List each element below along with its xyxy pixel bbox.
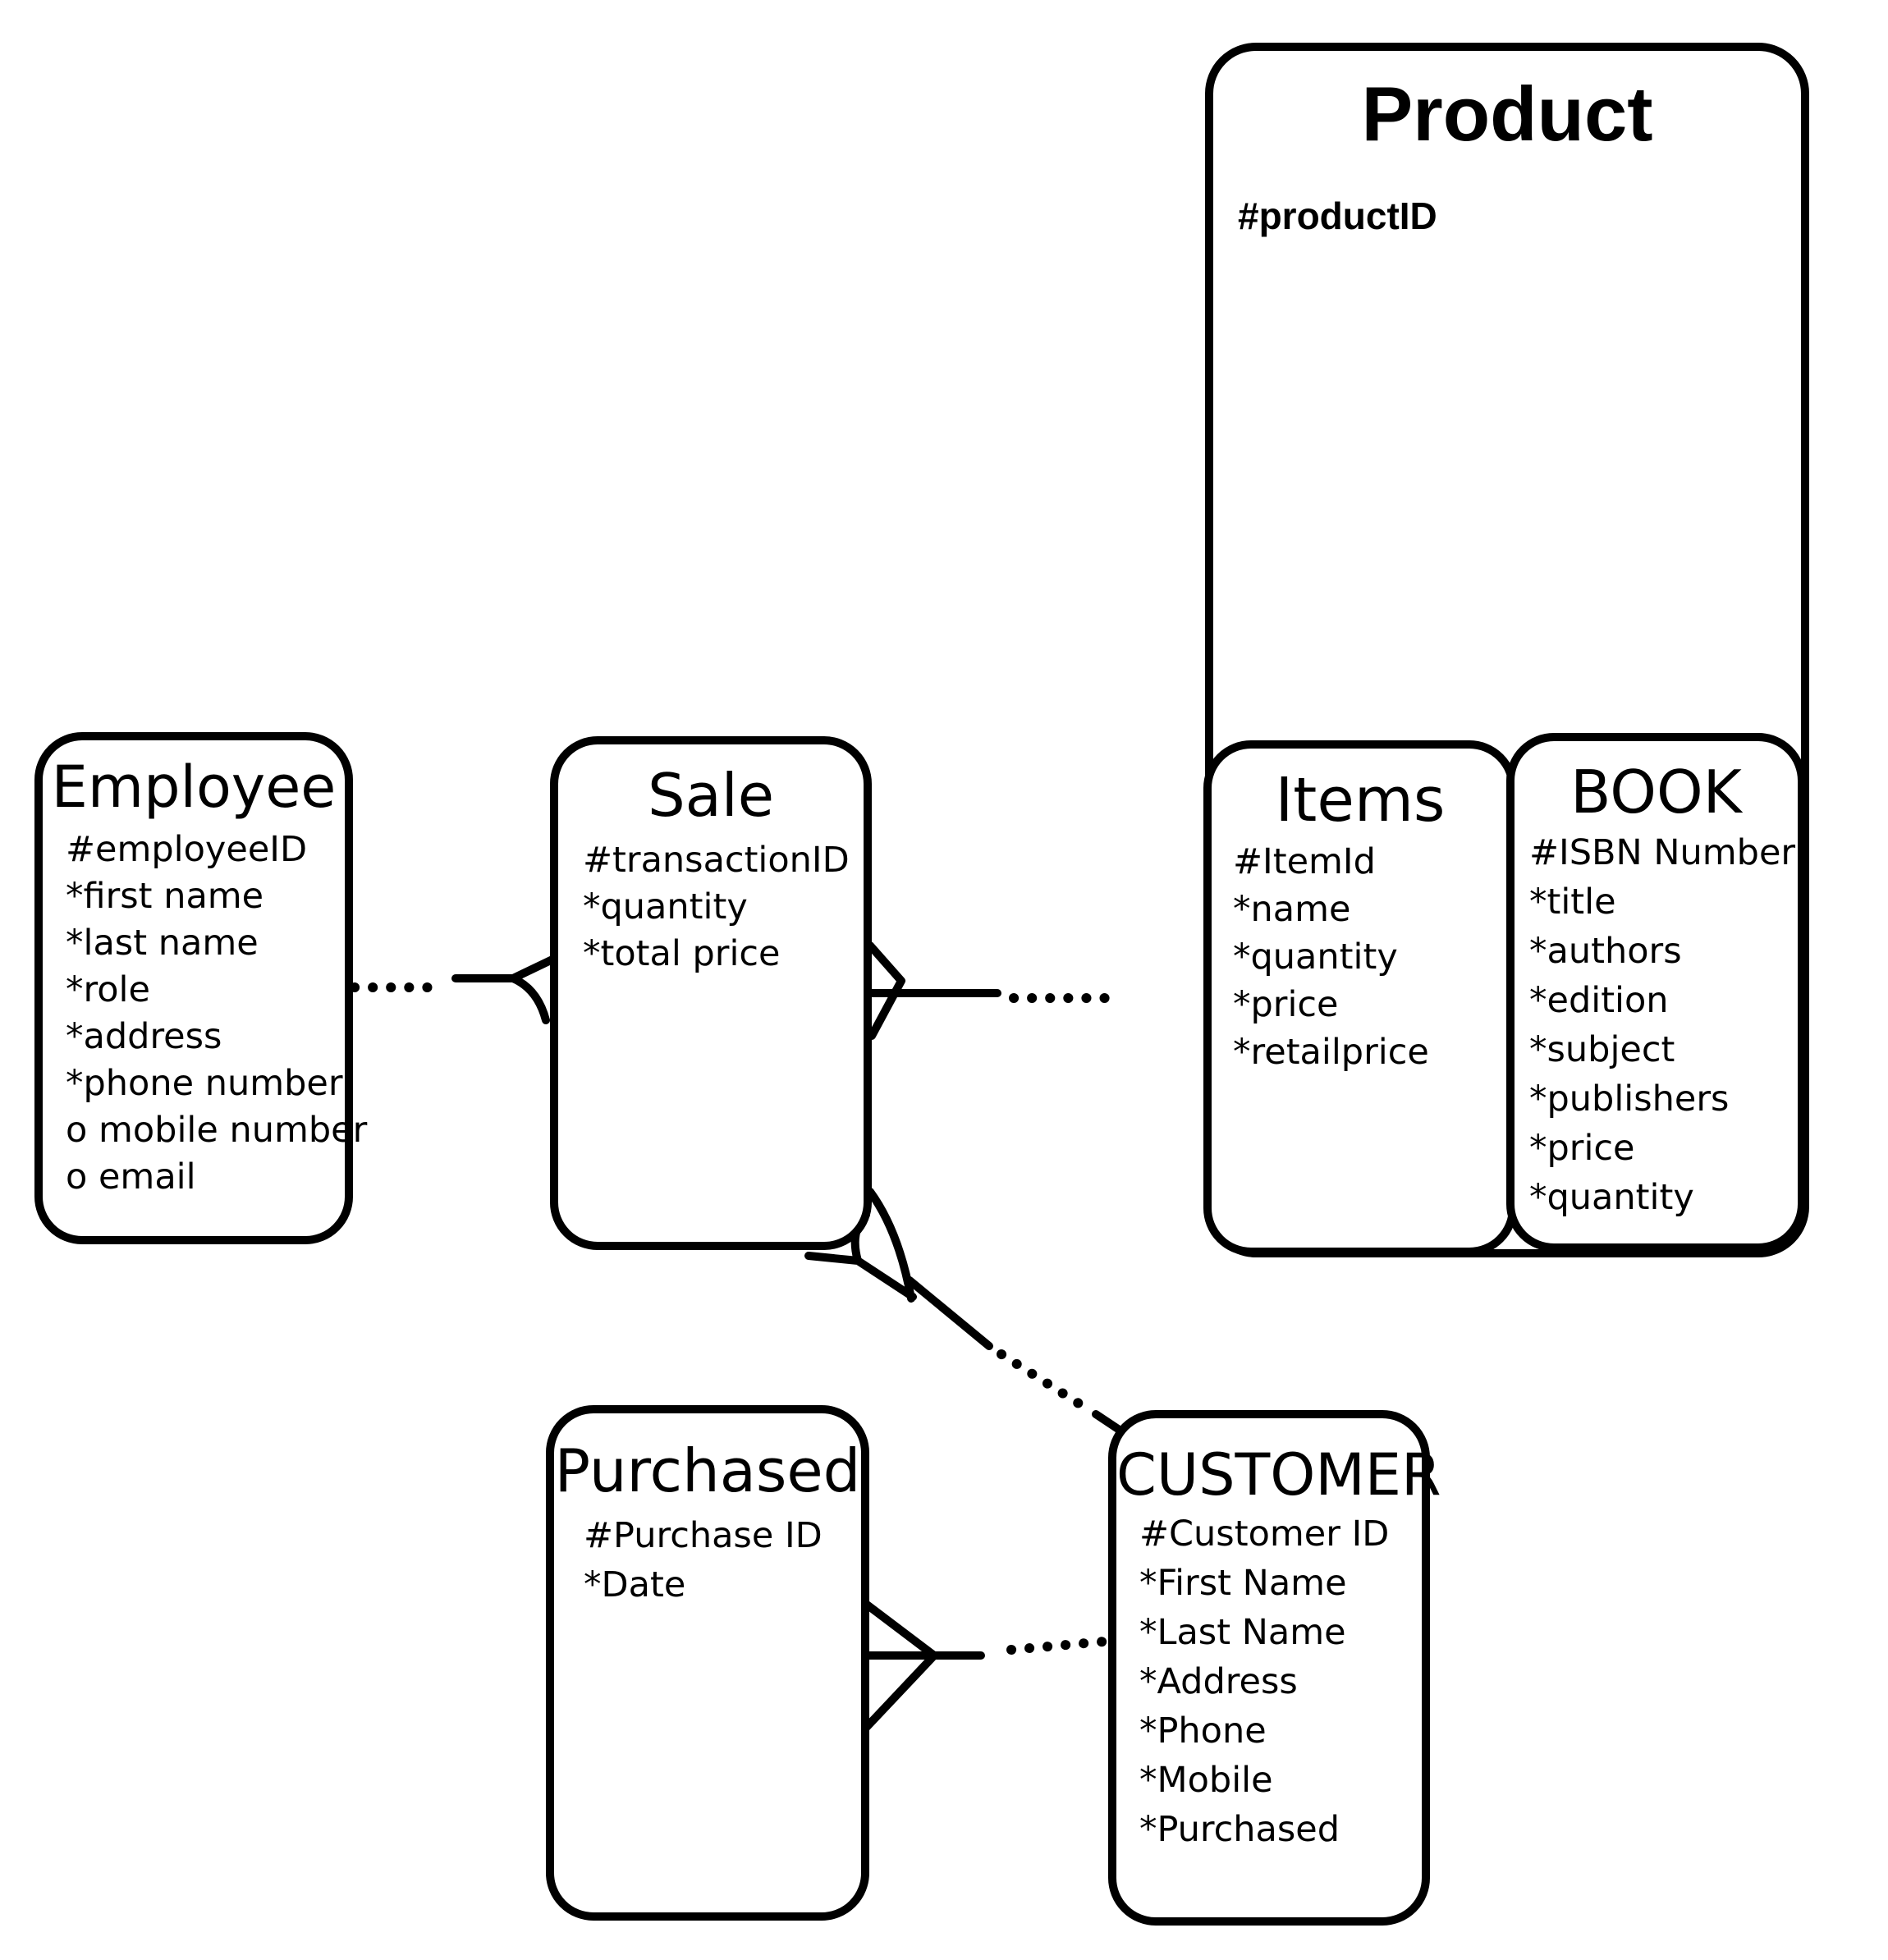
attribute-item: *last name [66,923,259,964]
attribute-item: *price [1233,984,1339,1025]
relationship-employee-sale [350,946,577,1024]
entity-purchased: Purchased #Purchase ID *Date [546,1405,869,1921]
attribute-item: #productID [1238,195,1437,237]
attribute-item: *first name [66,876,264,917]
attribute-item: *quantity [1529,1177,1694,1218]
attribute-item: *edition [1529,980,1669,1021]
entity-title: Purchased [554,1436,861,1505]
attribute-item: *total price [583,933,781,974]
attribute-list: #productID [1238,197,1437,235]
attribute-item: #Customer ID [1139,1514,1390,1555]
entity-book: BOOK #ISBN Number *title *authors *editi… [1506,733,1806,1252]
attribute-item: *phone number [66,1063,343,1104]
attribute-item: #transactionID [583,840,850,881]
attribute-item: *authors [1529,931,1682,972]
dotted-optional-line [1006,1637,1109,1655]
attribute-item: *price [1529,1128,1635,1169]
attribute-item: *Last Name [1139,1612,1346,1653]
relationship-purchased-customer [862,1601,1109,1732]
entity-title: Sale [647,761,775,830]
entity-customer: CUSTOMER #Customer ID *First Name *Last … [1108,1410,1441,1926]
attribute-list: #ItemId *name *quantity *price *retailpr… [1233,845,1429,1070]
crows-foot-icon [862,1601,938,1732]
entity-employee: Employee #employeeID *first name *last n… [34,732,367,1244]
attribute-item: *address [66,1016,222,1057]
attribute-item: #Purchase ID [584,1515,823,1556]
entity-product: Product #productID [1205,43,1809,1257]
attribute-item: *role [66,969,150,1010]
attribute-item: #employeeID [66,829,308,870]
attribute-item: *quantity [583,886,748,927]
attribute-item: o email [66,1156,196,1198]
attribute-item: *First Name [1139,1563,1347,1604]
attribute-item: *subject [1529,1029,1675,1070]
relationship-sale-items [866,941,1117,1040]
attribute-list: #Purchase ID *Date [584,1518,823,1603]
attribute-item: *quantity [1233,936,1398,978]
attribute-list: #ISBN Number *title *authors *edition *s… [1529,836,1795,1216]
attribute-item: *retailprice [1233,1032,1429,1073]
dotted-optional-line [997,1349,1097,1417]
solid-mandatory-line [905,1276,993,1350]
crows-foot-icon [866,941,905,1040]
attribute-item: *Mobile [1139,1760,1273,1801]
attribute-item: o mobile number [66,1110,368,1151]
attribute-list: #Customer ID *First Name *Last Name *Add… [1139,1517,1389,1848]
entity-items: Items #ItemId *name *quantity *price *re… [1203,740,1517,1256]
attribute-item: #ItemId [1233,841,1376,882]
entity-title: Items [1275,765,1446,836]
attribute-item: *Address [1139,1661,1298,1702]
attribute-list: #transactionID *quantity *total price [583,843,850,972]
entity-title: BOOK [1570,758,1742,827]
entity-title: Employee [51,753,337,821]
attribute-item: *Purchased [1139,1809,1340,1850]
entity-sale: Sale #transactionID *quantity *total pri… [550,736,872,1250]
attribute-item: *Phone [1139,1710,1267,1752]
attribute-item: #ISBN Number [1529,832,1796,873]
attribute-item: *publishers [1529,1078,1730,1120]
attribute-list: #employeeID *first name *last name *role… [66,832,367,1195]
entity-title: Product [1361,71,1653,157]
attribute-item: *title [1529,882,1616,923]
attribute-item: *Date [584,1564,686,1605]
attribute-item: *name [1233,889,1351,930]
entity-title: CUSTOMER [1116,1441,1441,1509]
